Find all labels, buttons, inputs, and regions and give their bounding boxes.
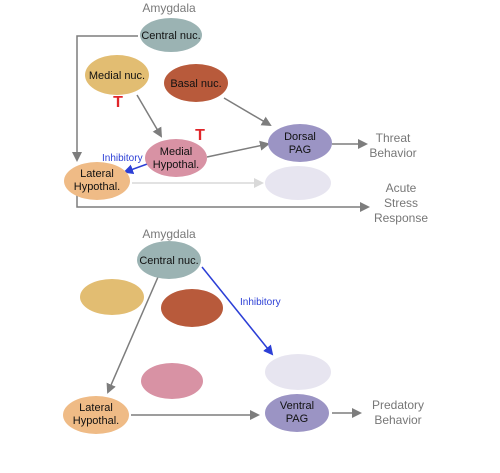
bottom-lateral-hypothal-label-2: Hypothal.	[73, 415, 119, 427]
predatory-label-2: Behavior	[374, 413, 421, 427]
threat-label-1: Threat	[376, 131, 411, 145]
dorsal-pag-node	[268, 124, 332, 162]
basal-to-dpag-arrow	[223, 97, 272, 127]
bottom-medhypo-node-faded	[141, 363, 203, 399]
medial-hypothal-label-1: Medial	[160, 146, 192, 158]
bottom-faded-pag-node	[265, 354, 331, 390]
bottom-central-nucleus-label: Central nuc.	[139, 255, 198, 267]
inhibitory-arrow-top	[123, 162, 151, 174]
ventral-pag-node	[265, 394, 329, 432]
dorsal-pag-label-2: PAG	[289, 144, 311, 156]
central-to-lateral-arrow	[72, 35, 138, 162]
medial-nucleus-label: Medial nuc.	[89, 70, 145, 82]
tbar-inhibition-medial: T	[113, 94, 123, 111]
lateral-to-stress-arrow	[76, 194, 370, 212]
bottom-medial-node-faded	[80, 279, 144, 315]
stress-label-1: Acute	[386, 181, 417, 195]
lateral-hypothal-label-1: Lateral	[80, 168, 114, 180]
bottom-inhibitory-label: Inhibitory	[240, 297, 281, 308]
central-nucleus-node	[140, 18, 202, 52]
inhibitory-arrow-bottom	[201, 266, 274, 356]
tbar-inhibition-medhypo: T	[195, 127, 205, 144]
central-nucleus-label: Central nuc.	[141, 30, 200, 42]
faded-pag-node	[265, 166, 331, 200]
ventral-pag-label-2: PAG	[286, 413, 308, 425]
lateral-hypothal-node	[64, 162, 130, 200]
predatory-label-1: Predatory	[372, 398, 424, 412]
medial-to-medhypo-arrow	[136, 94, 163, 138]
medial-hypothal-node	[145, 139, 207, 177]
bottom-lateral-hypothal-label-1: Lateral	[79, 402, 113, 414]
bottom-basal-node-faded	[161, 289, 223, 327]
bottom-central-nucleus-node	[137, 241, 201, 279]
stress-label-3: Response	[374, 211, 428, 225]
bottom-amygdala-title: Amygdala	[142, 227, 196, 241]
bottom-lateral-hypothal-node	[63, 396, 129, 434]
top-inhibitory-label: Inhibitory	[102, 153, 143, 164]
top-amygdala-title: Amygdala	[142, 1, 196, 15]
central-to-lateral-arrow-bottom	[106, 276, 159, 394]
lateral-hypothal-label-2: Hypothal.	[74, 181, 120, 193]
dorsal-pag-label-1: Dorsal	[284, 131, 316, 143]
basal-nucleus-label: Basal nuc.	[170, 78, 221, 90]
stress-label-2: Stress	[384, 196, 418, 210]
basal-nucleus-node	[164, 64, 228, 102]
medial-nucleus-node	[85, 55, 149, 95]
medhypo-to-dpag-arrow	[206, 140, 270, 158]
medial-hypothal-label-2: Hypothal.	[153, 159, 199, 171]
ventral-pag-label-1: Ventral	[280, 400, 314, 412]
threat-label-2: Behavior	[369, 146, 416, 160]
